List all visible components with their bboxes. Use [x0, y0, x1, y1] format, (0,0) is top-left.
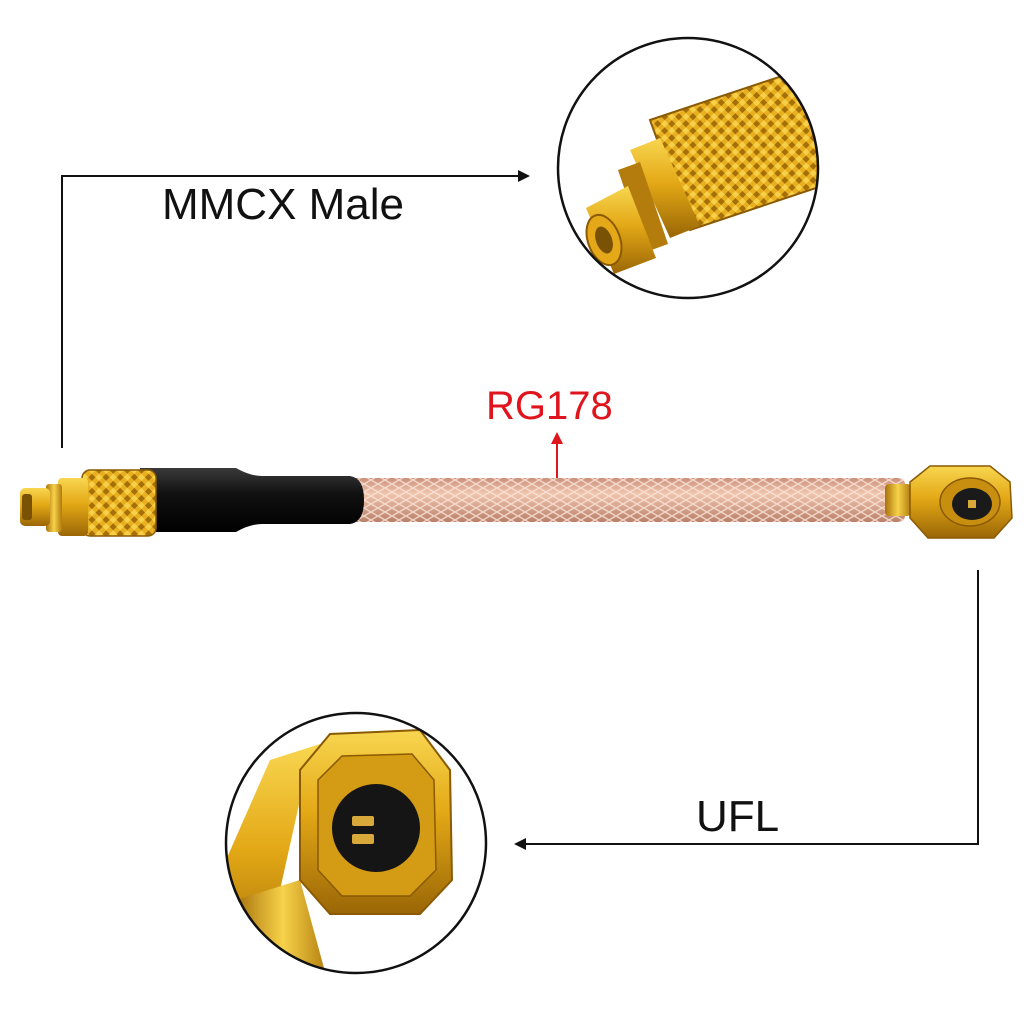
cable-assembly — [20, 465, 1013, 539]
rg178-label: RG178 — [486, 384, 613, 428]
ufl-label: UFL — [696, 792, 780, 841]
mmcx-connector — [20, 469, 157, 537]
ufl-callout-line — [514, 570, 979, 850]
ufl-zoom-circle — [224, 711, 488, 975]
heatshrink-sleeve — [140, 468, 364, 532]
mmcx-zoom-circle — [556, 36, 820, 300]
ufl-connector — [885, 465, 1013, 539]
rg178-cable — [345, 478, 905, 522]
mmcx-male-label: MMCX Male — [162, 180, 405, 229]
mmcx-callout-line — [61, 170, 530, 448]
